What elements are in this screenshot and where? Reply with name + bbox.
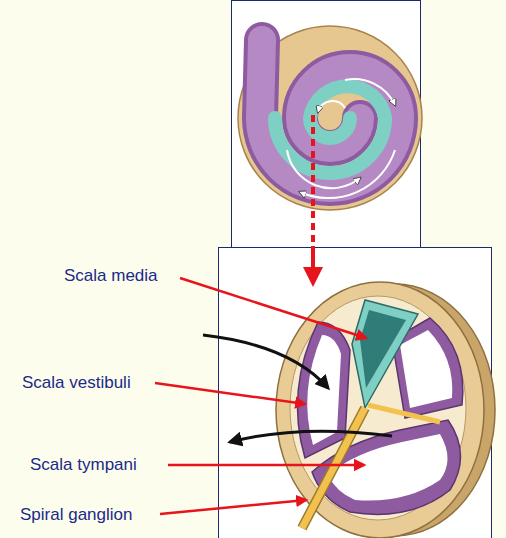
- spiral-canal: [260, 40, 400, 188]
- part-label: Spiral ganglion: [20, 505, 160, 525]
- section-arrow: [311, 246, 315, 283]
- flow-arrow: [203, 335, 328, 388]
- scala-media-lumen: [360, 310, 406, 388]
- spiral-ganglion: [302, 408, 365, 528]
- leader-line: [180, 278, 366, 338]
- part-label: Scala tympani: [30, 455, 165, 475]
- scala-lumen: [307, 335, 341, 445]
- leader-line: [168, 464, 364, 467]
- section-line: [311, 115, 315, 246]
- flow-arrow: [318, 101, 345, 112]
- basilar-membrane: [368, 405, 440, 422]
- spiral-duct: [275, 86, 385, 173]
- scala-vestibuli: [297, 322, 350, 458]
- flow-arrow: [230, 431, 392, 442]
- leader-line: [155, 383, 305, 404]
- part-label: Scala media: [64, 266, 184, 286]
- spiral-ganglion: [302, 408, 365, 528]
- scala-lumen: [400, 330, 452, 408]
- cochlear-cavity: [290, 296, 466, 520]
- flow-arrow: [345, 79, 395, 105]
- part-label: Scala vestibuli: [22, 373, 157, 393]
- panel-frame: [219, 248, 492, 538]
- cochlea-bone: [238, 26, 422, 210]
- flow-arrow: [287, 150, 360, 188]
- section-face: [276, 282, 484, 538]
- scala-media: [352, 300, 418, 408]
- spiral-canal-lumen: [260, 40, 400, 188]
- leader-line: [160, 500, 306, 514]
